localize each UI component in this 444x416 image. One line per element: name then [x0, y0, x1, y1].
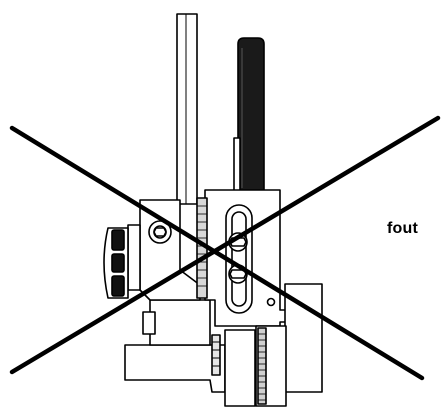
- locking-knob: [103, 227, 129, 299]
- vertical-rail: [176, 13, 198, 205]
- base-body: [124, 299, 226, 393]
- adjustment-rod: [233, 37, 265, 195]
- rack-housing: [224, 283, 323, 407]
- verdict-label: fout: [387, 220, 419, 237]
- left-bracket: [127, 199, 201, 301]
- bracket-screw: [148, 220, 172, 244]
- wrong-cross-icon: [9, 115, 441, 381]
